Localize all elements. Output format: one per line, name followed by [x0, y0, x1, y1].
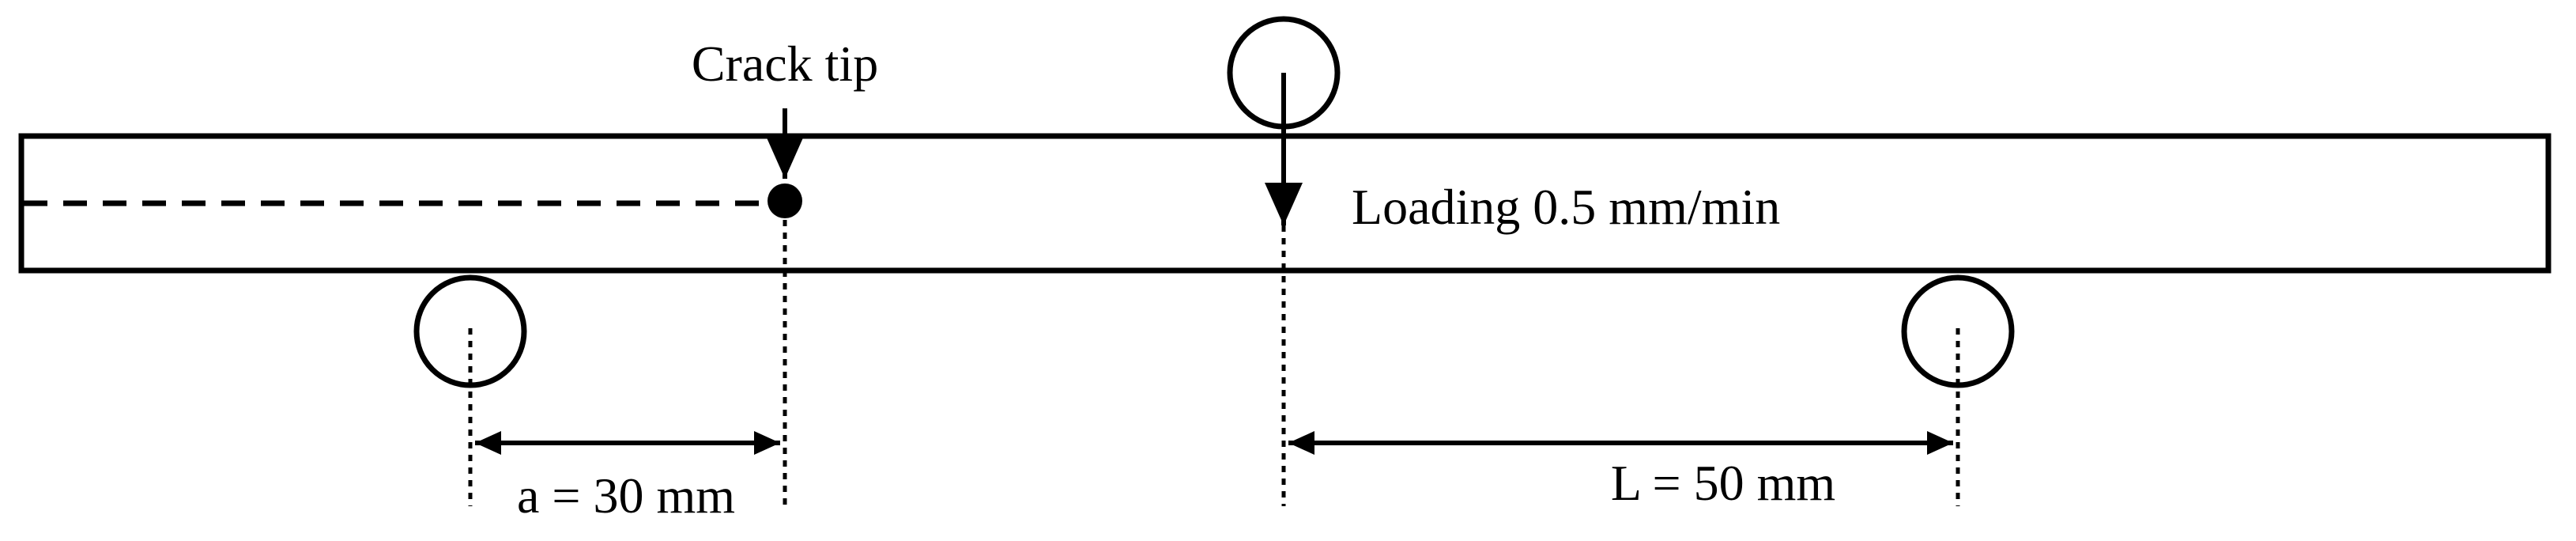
span-label: L = 50 mm [1611, 455, 1835, 511]
crack-length-label: a = 30 mm [517, 467, 735, 524]
loading-label: Loading 0.5 mm/min [1352, 179, 1780, 235]
crack-tip-label: Crack tip [692, 36, 878, 92]
crack-tip-marker [768, 183, 802, 218]
